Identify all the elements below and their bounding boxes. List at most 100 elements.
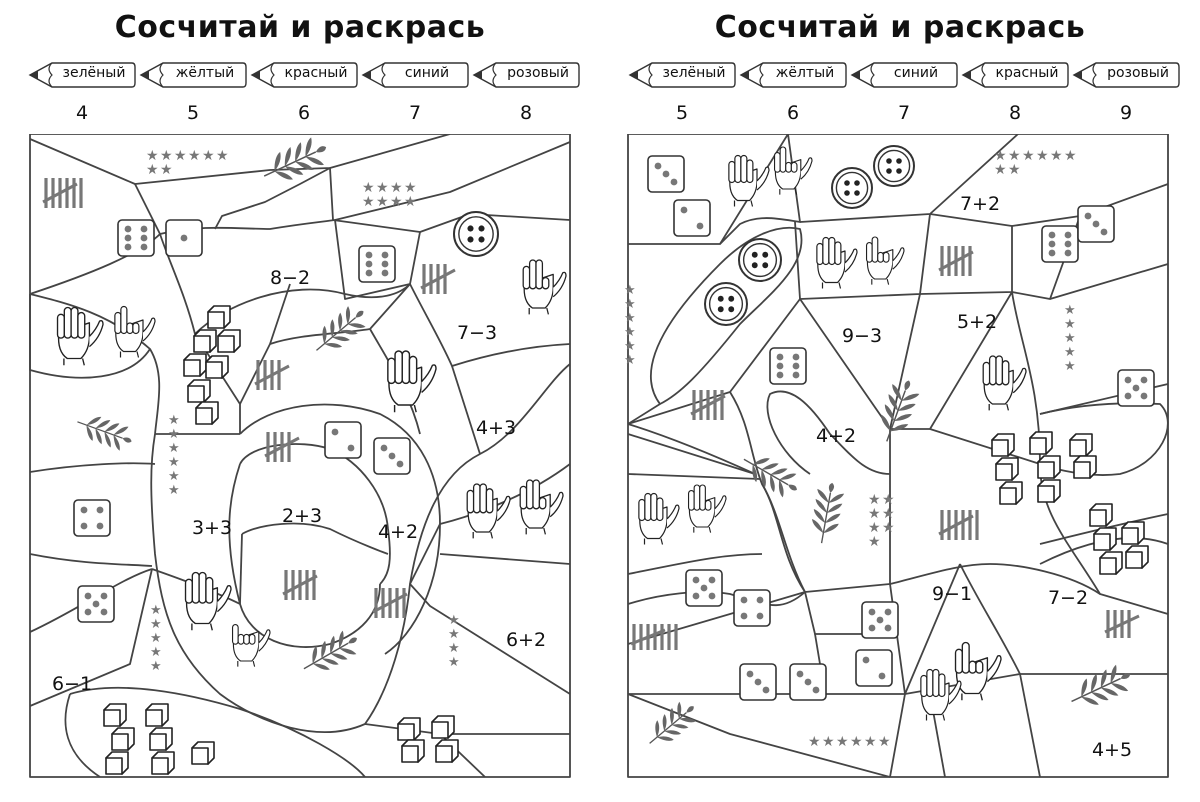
dice-icon: [324, 421, 362, 459]
svg-text:★: ★: [624, 283, 636, 298]
tally-marks-icon: [42, 178, 83, 208]
pencil-number: 9: [1119, 102, 1133, 124]
svg-text:★: ★: [1050, 148, 1063, 164]
counting-hand-icon: [387, 350, 437, 413]
counting-hand-icon: [773, 146, 813, 195]
pencil-number: 4: [75, 102, 89, 124]
math-expression: 3+3: [192, 517, 232, 539]
pencil-number: 8: [1008, 102, 1022, 124]
coloring-picture-drawing: ★★★★★★★★★★★★★★★★★★★★★★★★★★★★★★★★ 7+29−35…: [624, 134, 1169, 778]
svg-text:★: ★: [150, 659, 162, 674]
counting-hand-icon: [982, 355, 1027, 411]
svg-text:★: ★: [868, 534, 881, 550]
math-expression: 6−1: [52, 673, 92, 695]
stars-icon: ★★★★★★: [624, 283, 636, 368]
pencil-number: 5: [675, 102, 689, 124]
tally-marks-icon: [1104, 610, 1140, 638]
stars-icon: ★★★★★★: [808, 734, 891, 750]
pencil-number: 7: [897, 102, 911, 124]
pencil-5: розовый: [1072, 60, 1180, 90]
svg-text:★: ★: [882, 520, 895, 536]
svg-text:★: ★: [1008, 162, 1021, 178]
svg-text:★: ★: [376, 180, 389, 196]
svg-text:★: ★: [1064, 303, 1076, 318]
svg-text:★: ★: [448, 641, 460, 656]
dice-icon: [373, 437, 411, 475]
dice-icon: [77, 585, 115, 623]
dice-icon: [861, 601, 899, 639]
dice-icon: [165, 219, 203, 257]
math-expression: 4+2: [816, 425, 856, 447]
svg-text:★: ★: [168, 455, 180, 470]
pencil-icon: [850, 62, 958, 88]
svg-text:★: ★: [882, 492, 895, 508]
svg-text:★: ★: [1064, 317, 1076, 332]
cubes-icon: [183, 305, 241, 425]
sewing-button-icon: [738, 238, 782, 282]
counting-hand-icon: [638, 492, 680, 545]
svg-text:★: ★: [864, 734, 877, 750]
svg-text:★: ★: [376, 194, 389, 210]
svg-text:★: ★: [188, 148, 201, 164]
dice-icon: [73, 499, 111, 537]
pencil-1: зелёный: [628, 60, 736, 90]
stars-icon: ★★★★★: [1064, 303, 1076, 374]
dice-icon: [1117, 369, 1155, 407]
svg-text:★: ★: [160, 148, 173, 164]
svg-text:★: ★: [362, 180, 375, 196]
counting-hand-icon: [56, 306, 104, 366]
math-expression: 4+2: [378, 521, 418, 543]
dice-icon: [117, 219, 155, 257]
counting-hand-icon: [954, 641, 1002, 701]
svg-text:★: ★: [1064, 148, 1077, 164]
pencil-icon: [628, 62, 736, 88]
pencil-4: красный: [961, 60, 1069, 90]
svg-text:★: ★: [150, 631, 162, 646]
pencil-color-label: зелёный: [662, 65, 726, 81]
counting-hand-icon: [519, 479, 564, 535]
svg-text:★: ★: [624, 339, 636, 354]
dice-icon: [647, 155, 685, 193]
coloring-picture-drawing: ★★★★★★★★★★★★★★★★★★★★★★★★★★★★★★★ 8−27−34+…: [29, 134, 571, 778]
stars-icon: ★★★★★★★★: [146, 148, 229, 178]
dice-icon: [769, 347, 807, 385]
svg-text:★: ★: [868, 520, 881, 536]
counting-hand-icon: [114, 305, 156, 358]
svg-text:★: ★: [808, 734, 821, 750]
svg-text:★: ★: [624, 297, 636, 312]
tally-marks-icon: [254, 360, 290, 390]
cubes-icon: [103, 703, 215, 775]
counting-hand-icon: [687, 484, 727, 533]
svg-text:★: ★: [624, 353, 636, 368]
math-expression: 9−3: [842, 325, 882, 347]
svg-text:★: ★: [448, 627, 460, 642]
svg-text:★: ★: [1036, 148, 1049, 164]
pencil-number: 6: [786, 102, 800, 124]
pencil-icon: [961, 62, 1069, 88]
counting-hand-icon: [920, 668, 962, 721]
pencil-2: жёлтый: [139, 60, 247, 90]
picture-frame: [627, 134, 1169, 778]
svg-text:★: ★: [168, 413, 180, 428]
pencil-5: розовый: [472, 60, 580, 90]
tally-marks-icon: [938, 246, 974, 276]
svg-text:★: ★: [850, 734, 863, 750]
pencil-2: жёлтый: [739, 60, 847, 90]
stars-icon: ★★★★: [448, 613, 460, 670]
svg-text:★: ★: [404, 180, 417, 196]
svg-text:★: ★: [150, 645, 162, 660]
pencil-color-label: красный: [995, 65, 1059, 81]
counting-hand-icon: [466, 483, 511, 539]
pencil-number: 6: [297, 102, 311, 124]
svg-text:★: ★: [390, 194, 403, 210]
svg-text:★: ★: [150, 603, 162, 618]
svg-text:★: ★: [882, 506, 895, 522]
pencil-icon: [139, 62, 247, 88]
sewing-button-icon: [831, 167, 873, 209]
sewing-button-icon: [704, 282, 748, 326]
svg-text:★: ★: [868, 506, 881, 522]
svg-text:★: ★: [168, 483, 180, 498]
pencil-4: синий: [361, 60, 469, 90]
worksheet-title: Сосчитай и раскрась: [114, 10, 486, 45]
